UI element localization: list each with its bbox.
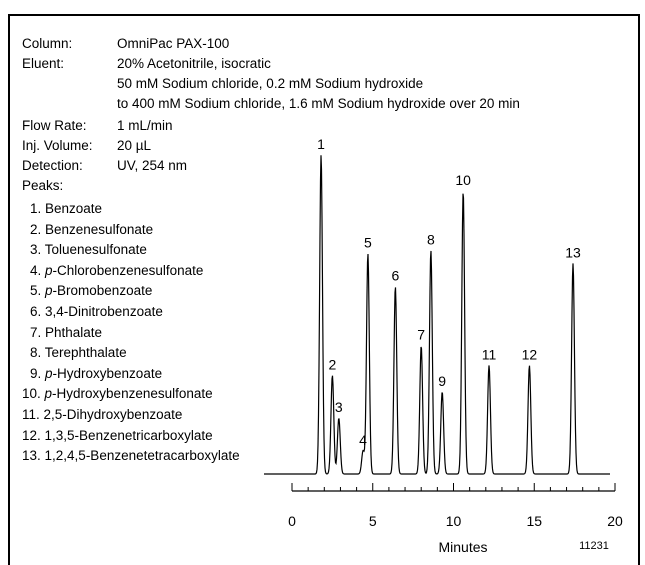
peak-list-number: 12. [22,427,45,443]
peak-list-item: 6. 3,4-Dinitrobenzoate [30,304,163,320]
peak-list-name: Benzoate [45,201,103,216]
column-label: Column: [22,36,73,51]
peak-list-name: -Bromobenzoate [52,283,153,299]
peak-list-name: Terephthalate [44,345,127,361]
eluent-line-3: to 400 mM Sodium chloride, 1.6 mM Sodium… [117,96,520,111]
peak-label: 6 [391,267,399,283]
peak-list-number: 2. [30,221,46,237]
peak-label: 8 [427,231,435,247]
peak-list-number: 13. [22,448,45,464]
detection-label: Detection: [22,158,83,173]
eluent-line-2: 50 mM Sodium chloride, 0.2 mM Sodium hyd… [117,76,424,91]
peaks-label: Peaks: [22,178,64,193]
peak-list-item: 1. Benzoate [30,201,102,217]
peak-list-number: 6. [30,304,46,319]
figure-id: 11231 [579,540,609,552]
peak-label: 9 [438,373,446,389]
x-tick-label: 0 [288,513,296,529]
peak-label: 12 [522,346,538,362]
eluent-label: Eluent: [22,56,65,71]
chromatogram-trace [264,155,610,475]
peak-label: 11 [482,346,497,362]
inj-volume-label: Inj. Volume: [22,138,93,153]
peak-list-item: 3. Toluenesulfonate [30,242,147,258]
peak-list-item: 5. p-Bromobenzoate [30,283,152,299]
peak-list-item: 4. p-Chlorobenzenesulfonate [30,263,203,279]
flow-rate-label: Flow Rate: [22,118,87,133]
peak-label: 4 [359,432,367,448]
detection-value: UV, 254 nm [117,158,188,173]
peak-list-item: 10. p-Hydroxybenzenesulfonate [22,386,213,402]
x-tick-label: 20 [607,513,623,529]
peak-label: 10 [455,172,471,188]
peak-list-number: 8. [30,345,45,361]
peak-label: 2 [328,356,336,372]
x-axis-label: Minutes [438,539,487,555]
peak-list-item: 11. 2,5-Dihydroxybenzoate [22,407,182,423]
peak-label: 7 [417,327,425,343]
peak-list-number: 5. [30,283,46,299]
peak-list-number: 7. [30,324,46,340]
peak-list-item: 12. 1,3,5-Benzenetricarboxylate [22,428,213,444]
peak-list-name: Phthalate [45,324,103,340]
column-value: OmniPac PAX-100 [117,36,230,51]
peak-list-number: 11. [22,407,44,422]
peak-list-name: 3,4-Dinitrobenzoate [45,304,163,319]
x-tick-label: 10 [446,513,462,529]
peak-list-number: 9. [30,365,46,381]
x-tick-label: 5 [369,513,377,529]
peak-list-item: 9. p-Hydroxybenzoate [30,366,162,382]
peak-list-name: 1,2,4,5-Benzenetetracarboxylate [44,448,240,464]
peak-list-number: 4. [30,262,46,278]
peak-list-name: -Hydroxybenzenesulfonate [52,386,213,402]
peak-list-prefix: p [45,283,53,299]
peak-list-name: -Chlorobenzenesulfonate [52,262,204,278]
peak-list-name: 2,5-Dihydroxybenzoate [43,407,183,422]
inj-volume-value: 20 µL [117,138,152,153]
peak-label: 1 [317,136,325,152]
peak-list-prefix: p [45,262,53,278]
x-tick-label: 15 [526,513,542,529]
peak-list-item: 8. Terephthalate [30,345,127,361]
peak-list-number: 10. [22,386,45,402]
peak-list-name: -Hydroxybenzoate [52,365,163,381]
peak-list-number: 3. [30,242,45,258]
peak-list-name: 1,3,5-Benzenetricarboxylate [44,427,213,443]
flow-rate-value: 1 mL/min [117,118,173,133]
peak-list-name: Benzenesulfonate [45,221,154,237]
figure-frame [8,14,640,565]
peak-list-item: 7. Phthalate [30,325,102,341]
eluent-line-1: 20% Acetonitrile, isocratic [117,56,271,71]
peak-list-prefix: p [44,386,53,402]
peak-list-number: 1. [30,201,46,216]
peak-label: 13 [565,244,581,260]
peak-list-name: Toluenesulfonate [44,242,147,258]
peak-list-item: 2. Benzenesulfonate [30,222,153,238]
peak-label: 5 [364,235,372,251]
peak-label: 3 [335,399,343,415]
peak-list-prefix: p [45,365,53,381]
peak-list-item: 13. 1,2,4,5-Benzenetetracarboxylate [22,448,240,464]
